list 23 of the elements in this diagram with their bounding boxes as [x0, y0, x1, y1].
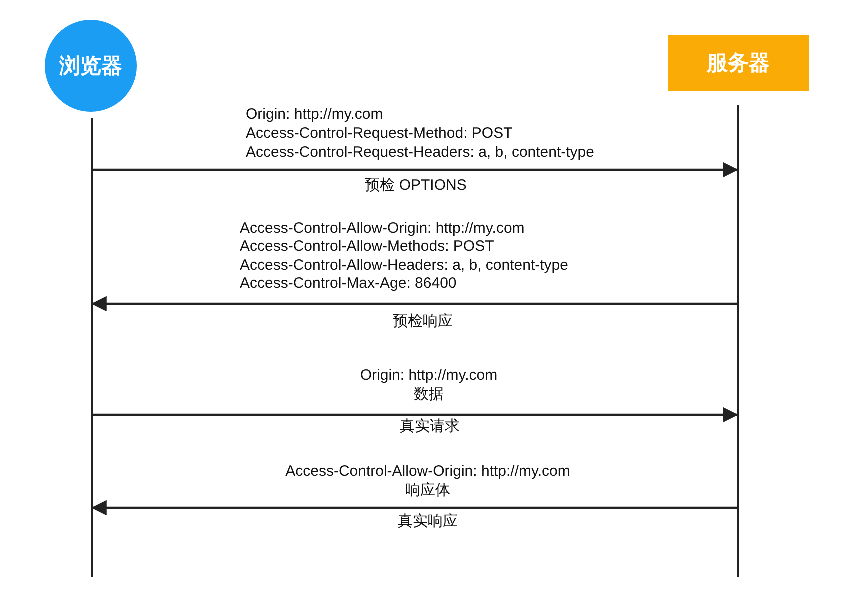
- message-text: Access-Control-Allow-Origin: http://my.com: [286, 463, 570, 481]
- server-box: 服务器: [668, 35, 809, 91]
- edge-label: 真实请求: [400, 418, 460, 436]
- lifeline: [91, 118, 93, 577]
- message-text: 数据: [414, 386, 444, 404]
- edge-label: 真实响应: [398, 513, 458, 531]
- message-text: Access-Control-Request-Headers: a, b, content-type: [246, 144, 594, 162]
- browser-circle: 浏览器: [45, 20, 137, 112]
- message-text: 响应体: [406, 482, 450, 500]
- message-text: Access-Control-Max-Age: 86400: [240, 275, 457, 293]
- message-text: Origin: http://my.com: [360, 367, 498, 385]
- message-text: Access-Control-Allow-Methods: POST: [240, 238, 494, 256]
- lifeline: [737, 105, 739, 577]
- edge-label: 预检响应: [393, 313, 453, 331]
- arrow: [91, 500, 737, 516]
- message-text: Access-Control-Allow-Headers: a, b, content-type: [240, 257, 568, 275]
- arrow: [93, 407, 739, 423]
- arrow: [91, 296, 737, 312]
- arrow: [93, 162, 739, 178]
- message-text: Access-Control-Allow-Origin: http://my.com: [240, 220, 525, 238]
- message-text: Origin: http://my.com: [246, 106, 384, 124]
- message-text: Access-Control-Request-Method: POST: [246, 125, 513, 143]
- edge-label: 预检 OPTIONS: [365, 177, 467, 195]
